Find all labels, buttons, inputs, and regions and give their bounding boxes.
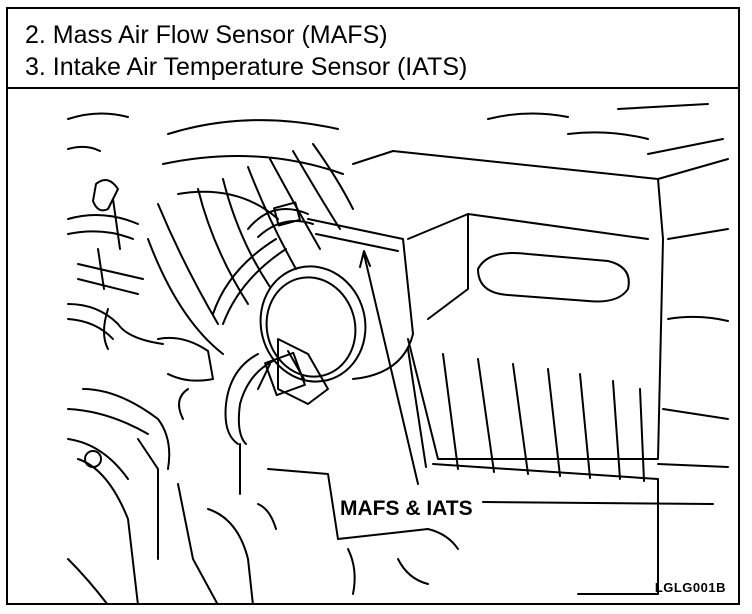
caption-header: 2. Mass Air Flow Sensor (MAFS) 3. Intake… bbox=[8, 9, 738, 89]
sensor-connector bbox=[224, 351, 306, 495]
air-cleaner-housing bbox=[352, 150, 729, 595]
caption-line-iats: 3. Intake Air Temperature Sensor (IATS) bbox=[25, 53, 468, 81]
diagram-frame: 2. Mass Air Flow Sensor (MAFS) 3. Intake… bbox=[6, 7, 740, 605]
housing-ribs bbox=[407, 348, 645, 482]
duct-clamp bbox=[212, 201, 314, 325]
intake-duct bbox=[147, 119, 354, 355]
callout-leaders bbox=[359, 250, 714, 505]
hoses-left bbox=[67, 179, 214, 480]
lower-engine-parts bbox=[67, 112, 459, 605]
callout-label: MAFS & IATS bbox=[340, 497, 473, 520]
engine-bay-illustration bbox=[67, 103, 729, 605]
top-right-detail bbox=[487, 103, 729, 420]
figure-code: LGLG001B bbox=[654, 580, 726, 595]
caption-line-mafs: 2. Mass Air Flow Sensor (MAFS) bbox=[25, 21, 388, 49]
maf-sensor-body bbox=[257, 218, 414, 405]
